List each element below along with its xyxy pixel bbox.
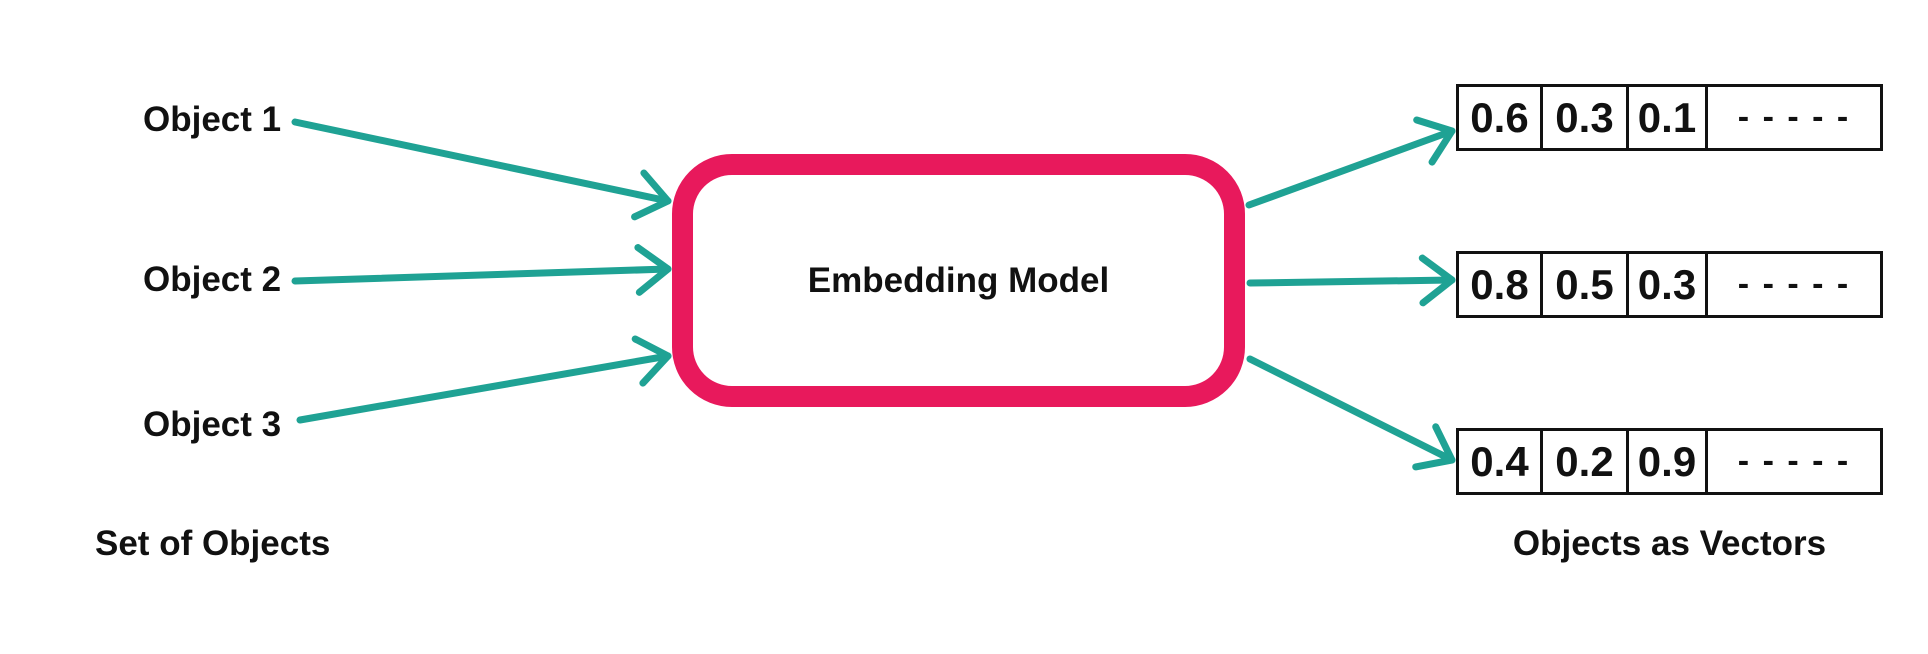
vector-1-cell-2: 0.3: [1543, 87, 1629, 148]
vector-2-cell-3: 0.3: [1629, 254, 1708, 315]
vector-3-cell-2: 0.2: [1543, 431, 1629, 492]
object-1-label: Object 1: [143, 100, 282, 139]
embedding-model-label: Embedding Model: [807, 260, 1110, 300]
objects-as-vectors-caption: Objects as Vectors: [1512, 524, 1827, 563]
vector-3-cell-1: 0.4: [1459, 431, 1543, 492]
vector-3-ellipsis-cell: - - - - -: [1737, 442, 1851, 480]
arrow-model-to-vector-2-icon: [1246, 254, 1456, 307]
vector-3-cell-3: 0.9: [1629, 431, 1708, 492]
set-of-objects-caption: Set of Objects: [95, 524, 331, 563]
embedding-model-box: Embedding Model: [672, 154, 1245, 407]
arrow-model-to-vector-1-icon: [1245, 116, 1456, 209]
object-3-label: Object 3: [143, 405, 282, 444]
arrow-model-to-vector-3-icon: [1246, 355, 1456, 471]
arrow-object-1-to-model-icon: [291, 118, 672, 221]
arrow-object-3-to-model-icon: [296, 335, 672, 424]
vector-1-cell-3: 0.1: [1629, 87, 1708, 148]
vector-row-3: 0.4 0.2 0.9 - - - - -: [1456, 428, 1883, 495]
object-2-label: Object 2: [143, 260, 282, 299]
vector-row-2: 0.8 0.5 0.3 - - - - -: [1456, 251, 1883, 318]
vector-2-cell-1: 0.8: [1459, 254, 1543, 315]
vector-2-cell-2: 0.5: [1543, 254, 1629, 315]
vector-row-1: 0.6 0.3 0.1 - - - - -: [1456, 84, 1883, 151]
vector-1-cell-1: 0.6: [1459, 87, 1543, 148]
vector-2-ellipsis-cell: - - - - -: [1737, 265, 1851, 303]
arrow-object-2-to-model-icon: [291, 244, 672, 296]
vector-1-ellipsis-cell: - - - - -: [1737, 98, 1851, 136]
